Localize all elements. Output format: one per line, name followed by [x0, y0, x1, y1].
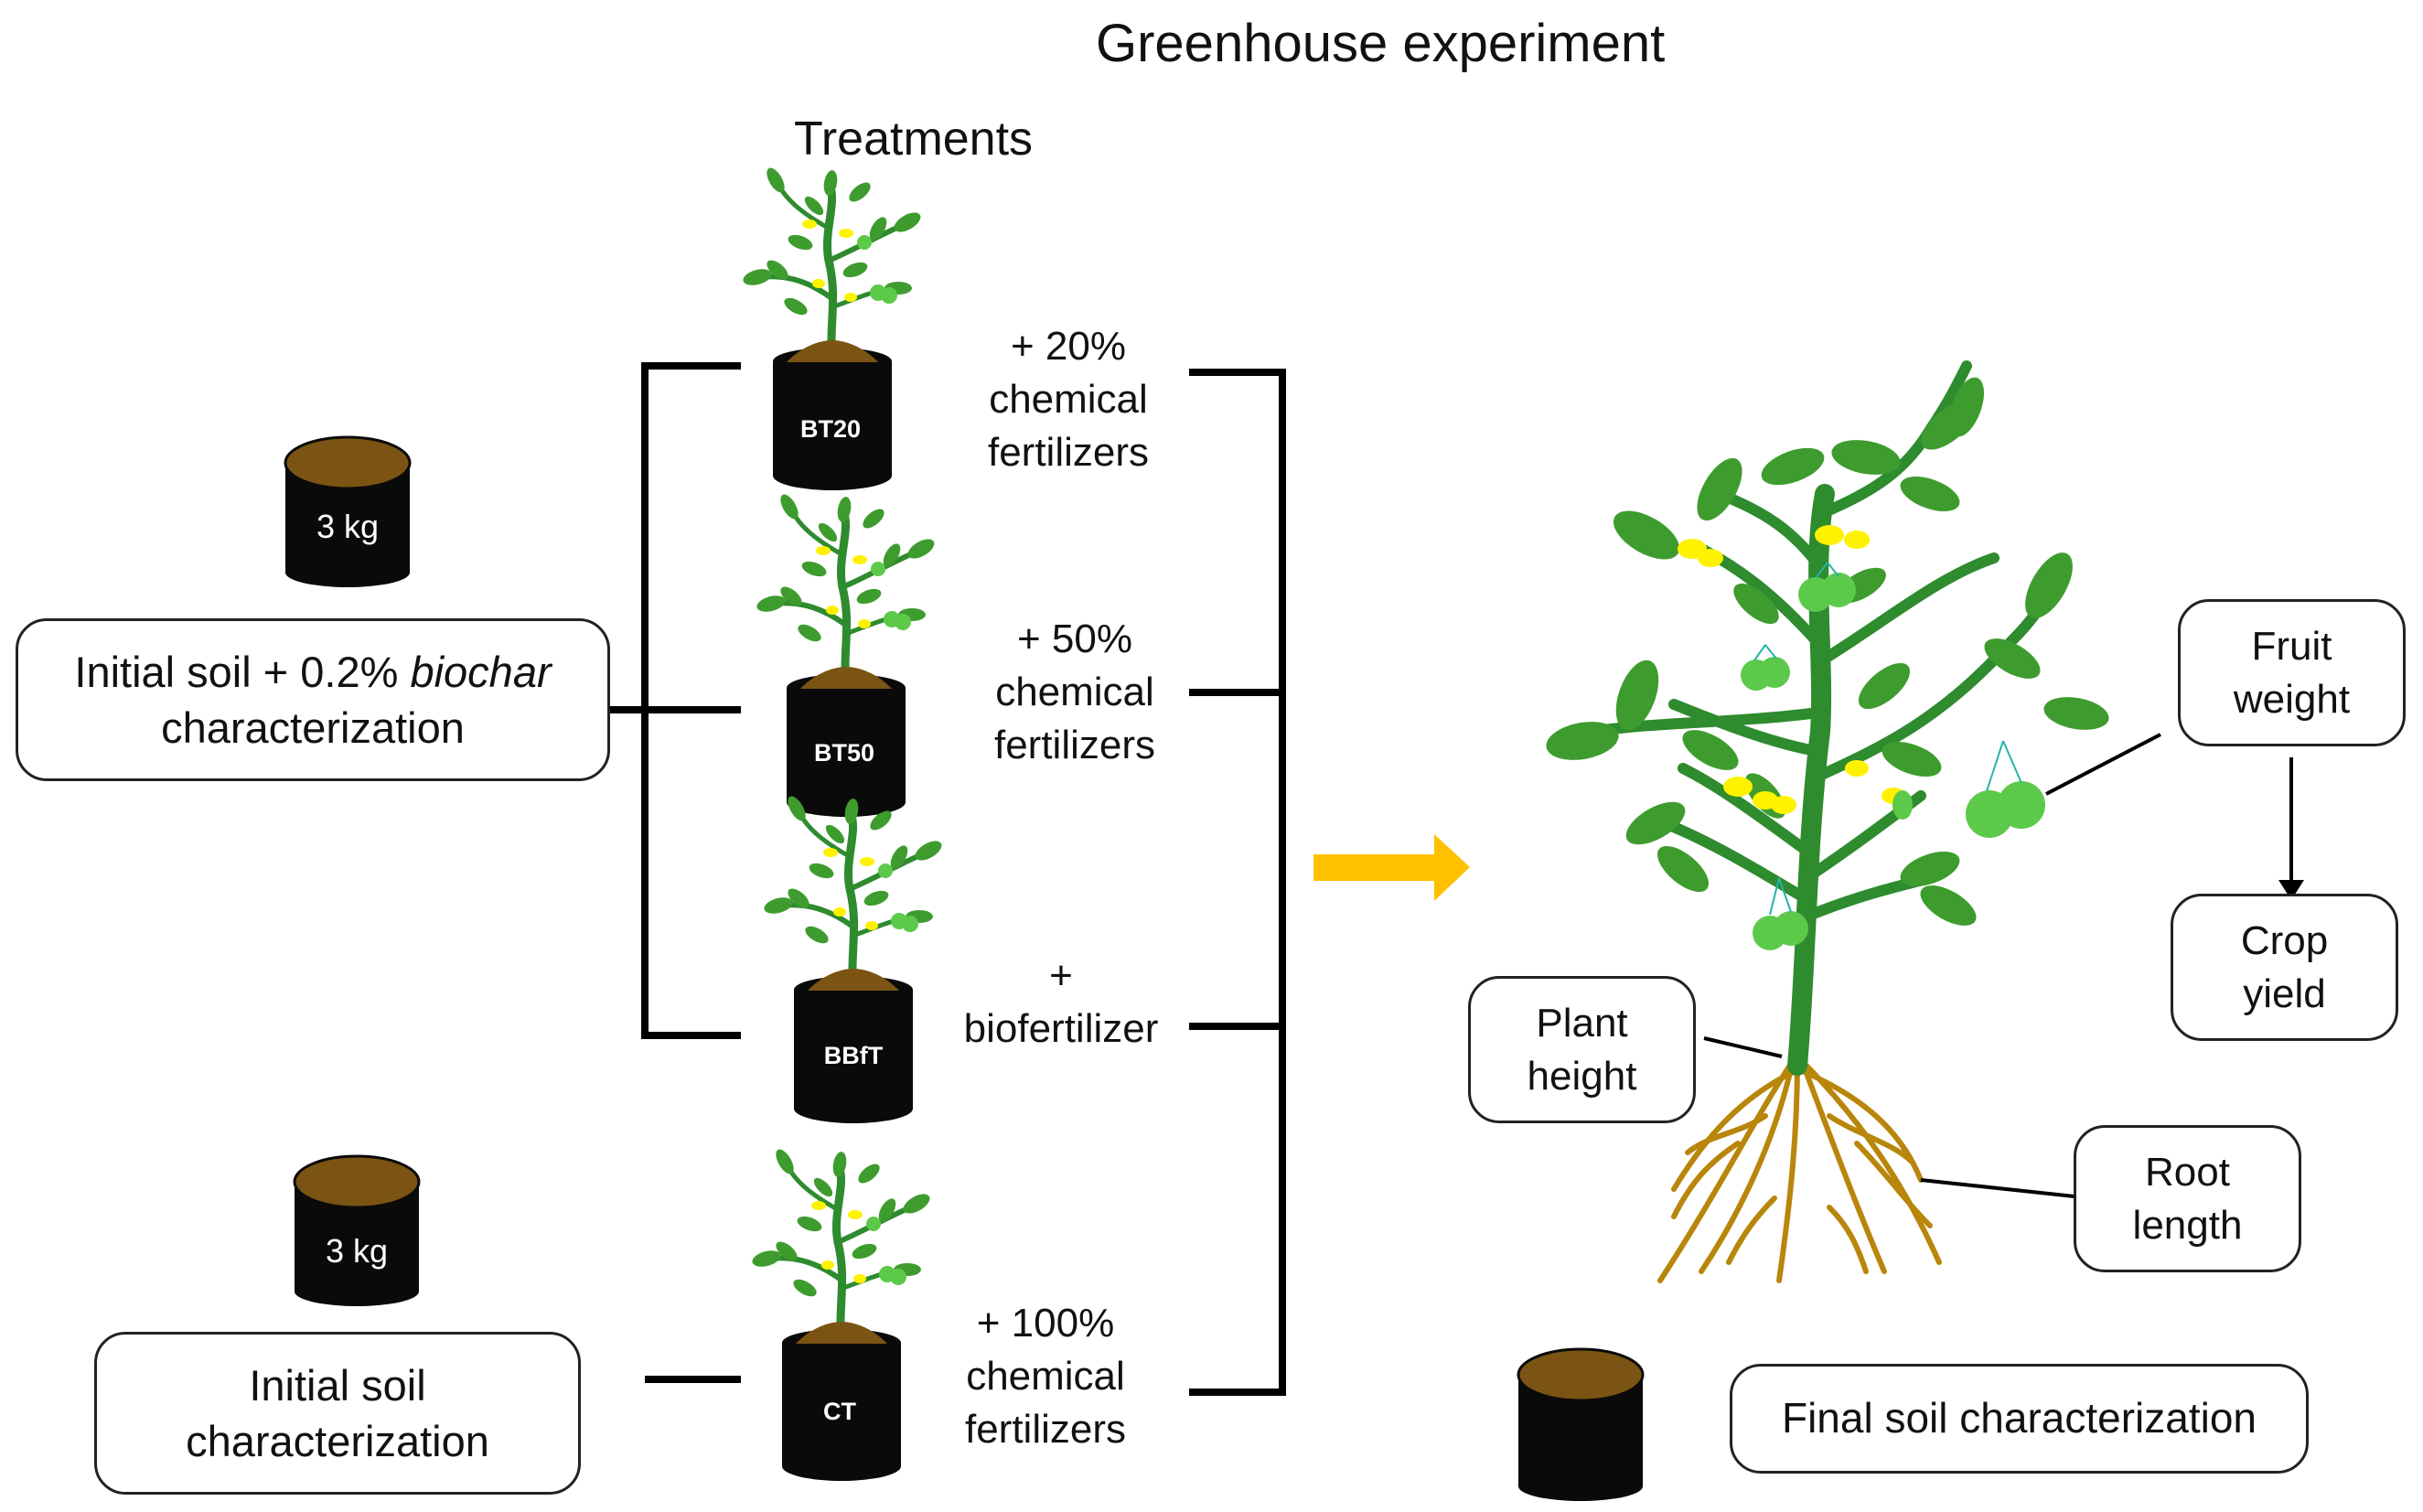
final-soil-box: Final soil characterization	[1730, 1364, 2309, 1474]
initial-soil-line1: Initial soil	[249, 1360, 426, 1410]
treatment-bt50: BT50	[755, 492, 937, 817]
initial-soil-box: Initial soil characterization	[94, 1332, 581, 1495]
left-bracket	[608, 362, 741, 1039]
pot-label-ct: CT	[823, 1398, 856, 1425]
initial-biochar-line2: characterization	[161, 703, 465, 752]
pot-label-bt20: BT20	[800, 415, 861, 443]
initial-biochar-line1: Initial soil + 0.2% biochar	[74, 647, 552, 696]
initial-biochar-pot-weight: 3 kg	[316, 508, 379, 545]
page-title: Greenhouse experiment	[1096, 14, 1666, 73]
treatments-heading: Treatments	[794, 113, 1034, 166]
pot-label-bbft: BBfT	[824, 1042, 884, 1069]
right-bracket	[1189, 369, 1286, 1396]
initial-soil-pot-weight: 3 kg	[326, 1232, 388, 1270]
initial-soil-pot: 3 kg	[293, 1154, 421, 1306]
treatment-bbft-text: +biofertilizer	[963, 953, 1159, 1052]
treatment-bt20: BT20	[741, 166, 923, 490]
large-plant-illustration	[1546, 360, 2109, 1283]
final-soil-pot	[1517, 1347, 1645, 1501]
measurement-connectors	[1703, 733, 2304, 1198]
initial-biochar-box: Initial soil + 0.2% biochar characteriza…	[16, 618, 610, 781]
initial-soil-line2: characterization	[186, 1417, 489, 1465]
pot-label-bt50: BT50	[814, 739, 874, 767]
treatment-bbft: BBfT	[762, 794, 944, 1123]
yellow-arrow-icon	[1313, 834, 1470, 901]
initial-biochar-pot: 3 kg	[284, 435, 412, 587]
treatment-ct: CT	[750, 1147, 932, 1481]
